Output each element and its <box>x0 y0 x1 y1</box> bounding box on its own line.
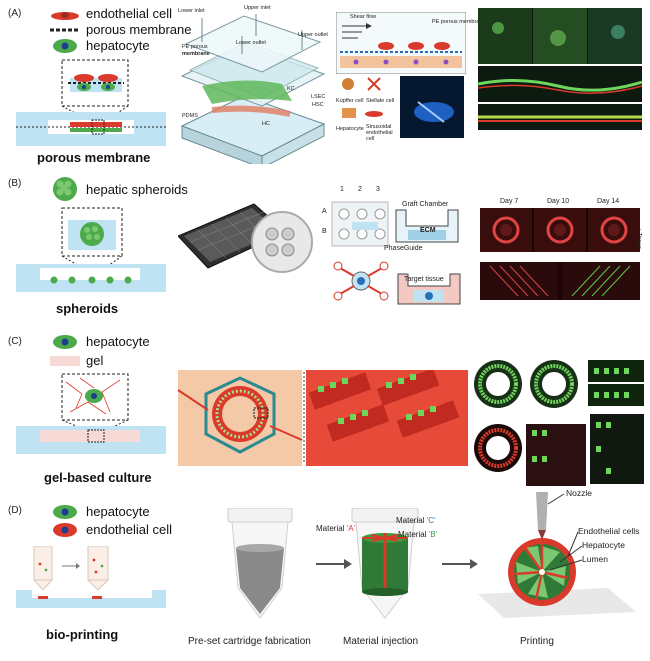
tissue-label: + Tissue <box>636 228 642 249</box>
blue-device-photo <box>400 76 464 138</box>
preset-cartridge-tube <box>227 508 293 619</box>
caption-spheroids: spheroids <box>56 301 119 316</box>
hepatocyte-icon-c <box>53 335 77 349</box>
label-phaseguide: PhaseGuide <box>384 245 423 252</box>
legend-endothelial-cell-d: endothelial cell <box>86 522 173 537</box>
label-hepatocyte-print: Hepatocyte <box>582 540 625 550</box>
day-10-label: Day 10 <box>547 198 570 205</box>
caption-bioprinting: bio-printing <box>46 627 119 642</box>
caption-porous-membrane: porous membrane <box>37 150 151 165</box>
label-pe-porous-membrane: PE porous membrane <box>432 19 486 25</box>
label-hsc: HSC <box>312 102 324 108</box>
panel-c-letter: (C) <box>8 336 22 347</box>
well-plate-image <box>178 203 313 273</box>
material-injection-tube <box>351 508 419 619</box>
hepatic-spheroid-icon <box>53 177 77 201</box>
panel-b-letter: (B) <box>8 178 22 189</box>
label-pe-porous: PE porous <box>182 44 208 50</box>
arrow-2-icon <box>442 559 478 569</box>
label-material-a: Material 'A' <box>316 524 356 533</box>
label-nozzle: Nozzle <box>566 488 592 498</box>
liver-chip-device <box>180 14 326 164</box>
spheroids-schematic <box>16 207 166 292</box>
label-membrane: membrane <box>182 51 210 57</box>
chip-col-2: 2 <box>358 186 362 193</box>
hepatocyte-icon-d <box>53 505 77 519</box>
chip-col-3: 3 <box>376 186 380 193</box>
chip-row-a: A <box>322 208 327 215</box>
label-ecm: ECM <box>420 227 436 234</box>
chip-col-1: 1 <box>340 186 344 193</box>
label-lower-inlet: Lower inlet <box>178 8 205 14</box>
target-tissue-section <box>397 273 461 305</box>
label-stellate-cell: Stellate cell <box>366 98 395 104</box>
legend-hepatic-spheroids: hepatic spheroids <box>86 182 188 197</box>
porous-membrane-schematic <box>16 59 166 146</box>
gel-culture-schematic <box>16 373 166 454</box>
bioprinting-schematic <box>16 546 166 608</box>
label-upper-inlet: Upper inlet <box>244 5 271 11</box>
label-hc: HC <box>262 121 270 127</box>
cell-types-icons <box>342 77 383 118</box>
label-kupffer-cell: Kupffer cell <box>336 98 364 104</box>
endothelial-cell-icon-d <box>53 523 77 537</box>
legend-hepatocyte-c: hepatocyte <box>86 334 150 349</box>
label-target-tissue: Target tissue <box>404 276 444 283</box>
single-chip-diagram <box>333 261 389 301</box>
label-pdms: PDMS <box>182 113 198 119</box>
legend-porous-membrane: porous membrane <box>86 22 192 37</box>
label-lsec: LSEC <box>311 94 326 100</box>
legend-gel: gel <box>86 353 104 368</box>
gel-swatch <box>50 356 80 366</box>
chip-array-diagram <box>331 201 389 247</box>
label-sinusoidal-cell: Sinusoidal endothelial cell <box>366 124 393 142</box>
label-kc: KC <box>287 86 295 92</box>
label-material-c: Material 'C' <box>396 516 436 525</box>
hepatocyte-icon <box>53 39 77 53</box>
label-upper-outlet: Upper outlet <box>298 32 328 38</box>
panel-a-micrograph-bottom <box>478 104 642 130</box>
step-printing: Printing <box>520 636 554 647</box>
graft-chamber-section <box>395 209 459 243</box>
legend-hepatocyte: hepatocyte <box>86 38 150 53</box>
panel-d-letter: (D) <box>8 505 22 516</box>
shear-flow-section <box>336 12 466 74</box>
label-graft-chamber: Graft Chamber <box>402 201 449 208</box>
legend-hepatocyte-d: hepatocyte <box>86 504 150 519</box>
panel-a-micrograph-mid <box>477 66 643 102</box>
printing-render <box>478 492 636 618</box>
label-lumen: Lumen <box>582 554 608 564</box>
panel-a-letter: (A) <box>8 8 22 19</box>
spheroid-timecourse-micrographs <box>480 208 640 252</box>
legend-endothelial-cell: endothelial cell <box>86 6 173 21</box>
label-endothelial-cells: Endothelial cells <box>578 526 640 536</box>
step-material-injection: Material injection <box>343 636 419 647</box>
label-material-b: Material 'B' <box>398 530 438 539</box>
label-shear-flow: Shear flow <box>350 14 376 20</box>
caption-gel-culture: gel-based culture <box>44 470 152 485</box>
porous-membrane-icon <box>50 28 80 32</box>
endothelial-cell-icon <box>51 12 79 20</box>
vascularization-micrographs <box>480 262 640 300</box>
step-preset-cartridge: Pre-set cartridge fabrication <box>188 636 311 647</box>
label-lower-outlet: Lower outlet <box>236 40 266 46</box>
arrow-1-icon <box>316 559 352 569</box>
day-14-label: Day 14 <box>597 198 620 205</box>
label-hepatocyte-cell: Hepatocyte <box>336 126 364 132</box>
chip-row-b: B <box>322 228 327 235</box>
gel-chip-render <box>178 370 468 466</box>
panel-a-micrograph-top <box>478 8 642 64</box>
gel-culture-micrographs <box>474 360 644 486</box>
day-7-label: Day 7 <box>500 198 519 205</box>
